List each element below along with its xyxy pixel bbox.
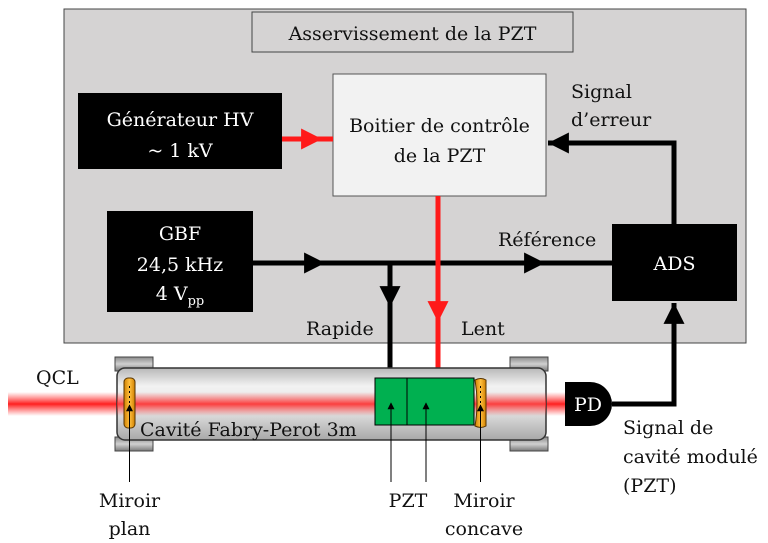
panel-title: Asservissement de la PZT: [288, 23, 537, 45]
pzt-controller-label-line1: Boitier de contrôle: [349, 115, 530, 137]
gbf-label-line2: 24,5 kHz: [137, 254, 223, 276]
gbf-label-line1: GBF: [159, 223, 201, 245]
hv-generator-block: [78, 93, 282, 169]
concave-mirror-label-line1: Miroir: [453, 490, 515, 512]
error-signal-label-line2: d’erreur: [571, 109, 652, 131]
pd-label: PD: [574, 394, 602, 416]
flat-mirror-label-line1: Miroir: [99, 490, 161, 512]
reference-label: Référence: [498, 229, 596, 251]
error-signal-line: [548, 140, 677, 224]
slow-signal-label: Lent: [461, 318, 505, 340]
gbf-label-line3: 4 Vpp: [156, 283, 205, 309]
cavity-label: Cavité Fabry-Perot 3m: [140, 419, 357, 441]
hv-generator-label-line1: Générateur HV: [107, 109, 254, 131]
cavity-signal-label-line3: (PZT): [623, 475, 676, 497]
ads-block: [612, 224, 737, 301]
flat-mirror-label-line2: plan: [109, 518, 151, 540]
panel-title-box: [251, 11, 574, 53]
gbf-amplitude-unit-sub: pp: [188, 294, 205, 309]
error-signal-label-line1: Signal: [571, 81, 632, 103]
pd-to-ads-line: [612, 303, 677, 407]
pzt-label: PZT: [389, 490, 428, 512]
qcl-label: QCL: [36, 367, 79, 389]
cavity-signal-label-line1: Signal de: [623, 417, 713, 439]
hv-generator-label-line2: ~ 1 kV: [147, 140, 213, 162]
gbf-amplitude-value: 4 V: [156, 283, 188, 305]
cavity-signal-label-line2: cavité modulé: [623, 446, 758, 468]
photodetector: [565, 382, 612, 426]
gbf-block: [107, 211, 253, 312]
pzt-controller-label-line2: de la PZT: [394, 145, 486, 167]
fast-signal-label: Rapide: [306, 318, 374, 340]
pzt-block-slow: [406, 377, 475, 426]
concave-mirror-label-line2: concave: [445, 518, 523, 540]
pzt-controller-block: [332, 73, 547, 197]
ads-label: ADS: [653, 253, 696, 275]
